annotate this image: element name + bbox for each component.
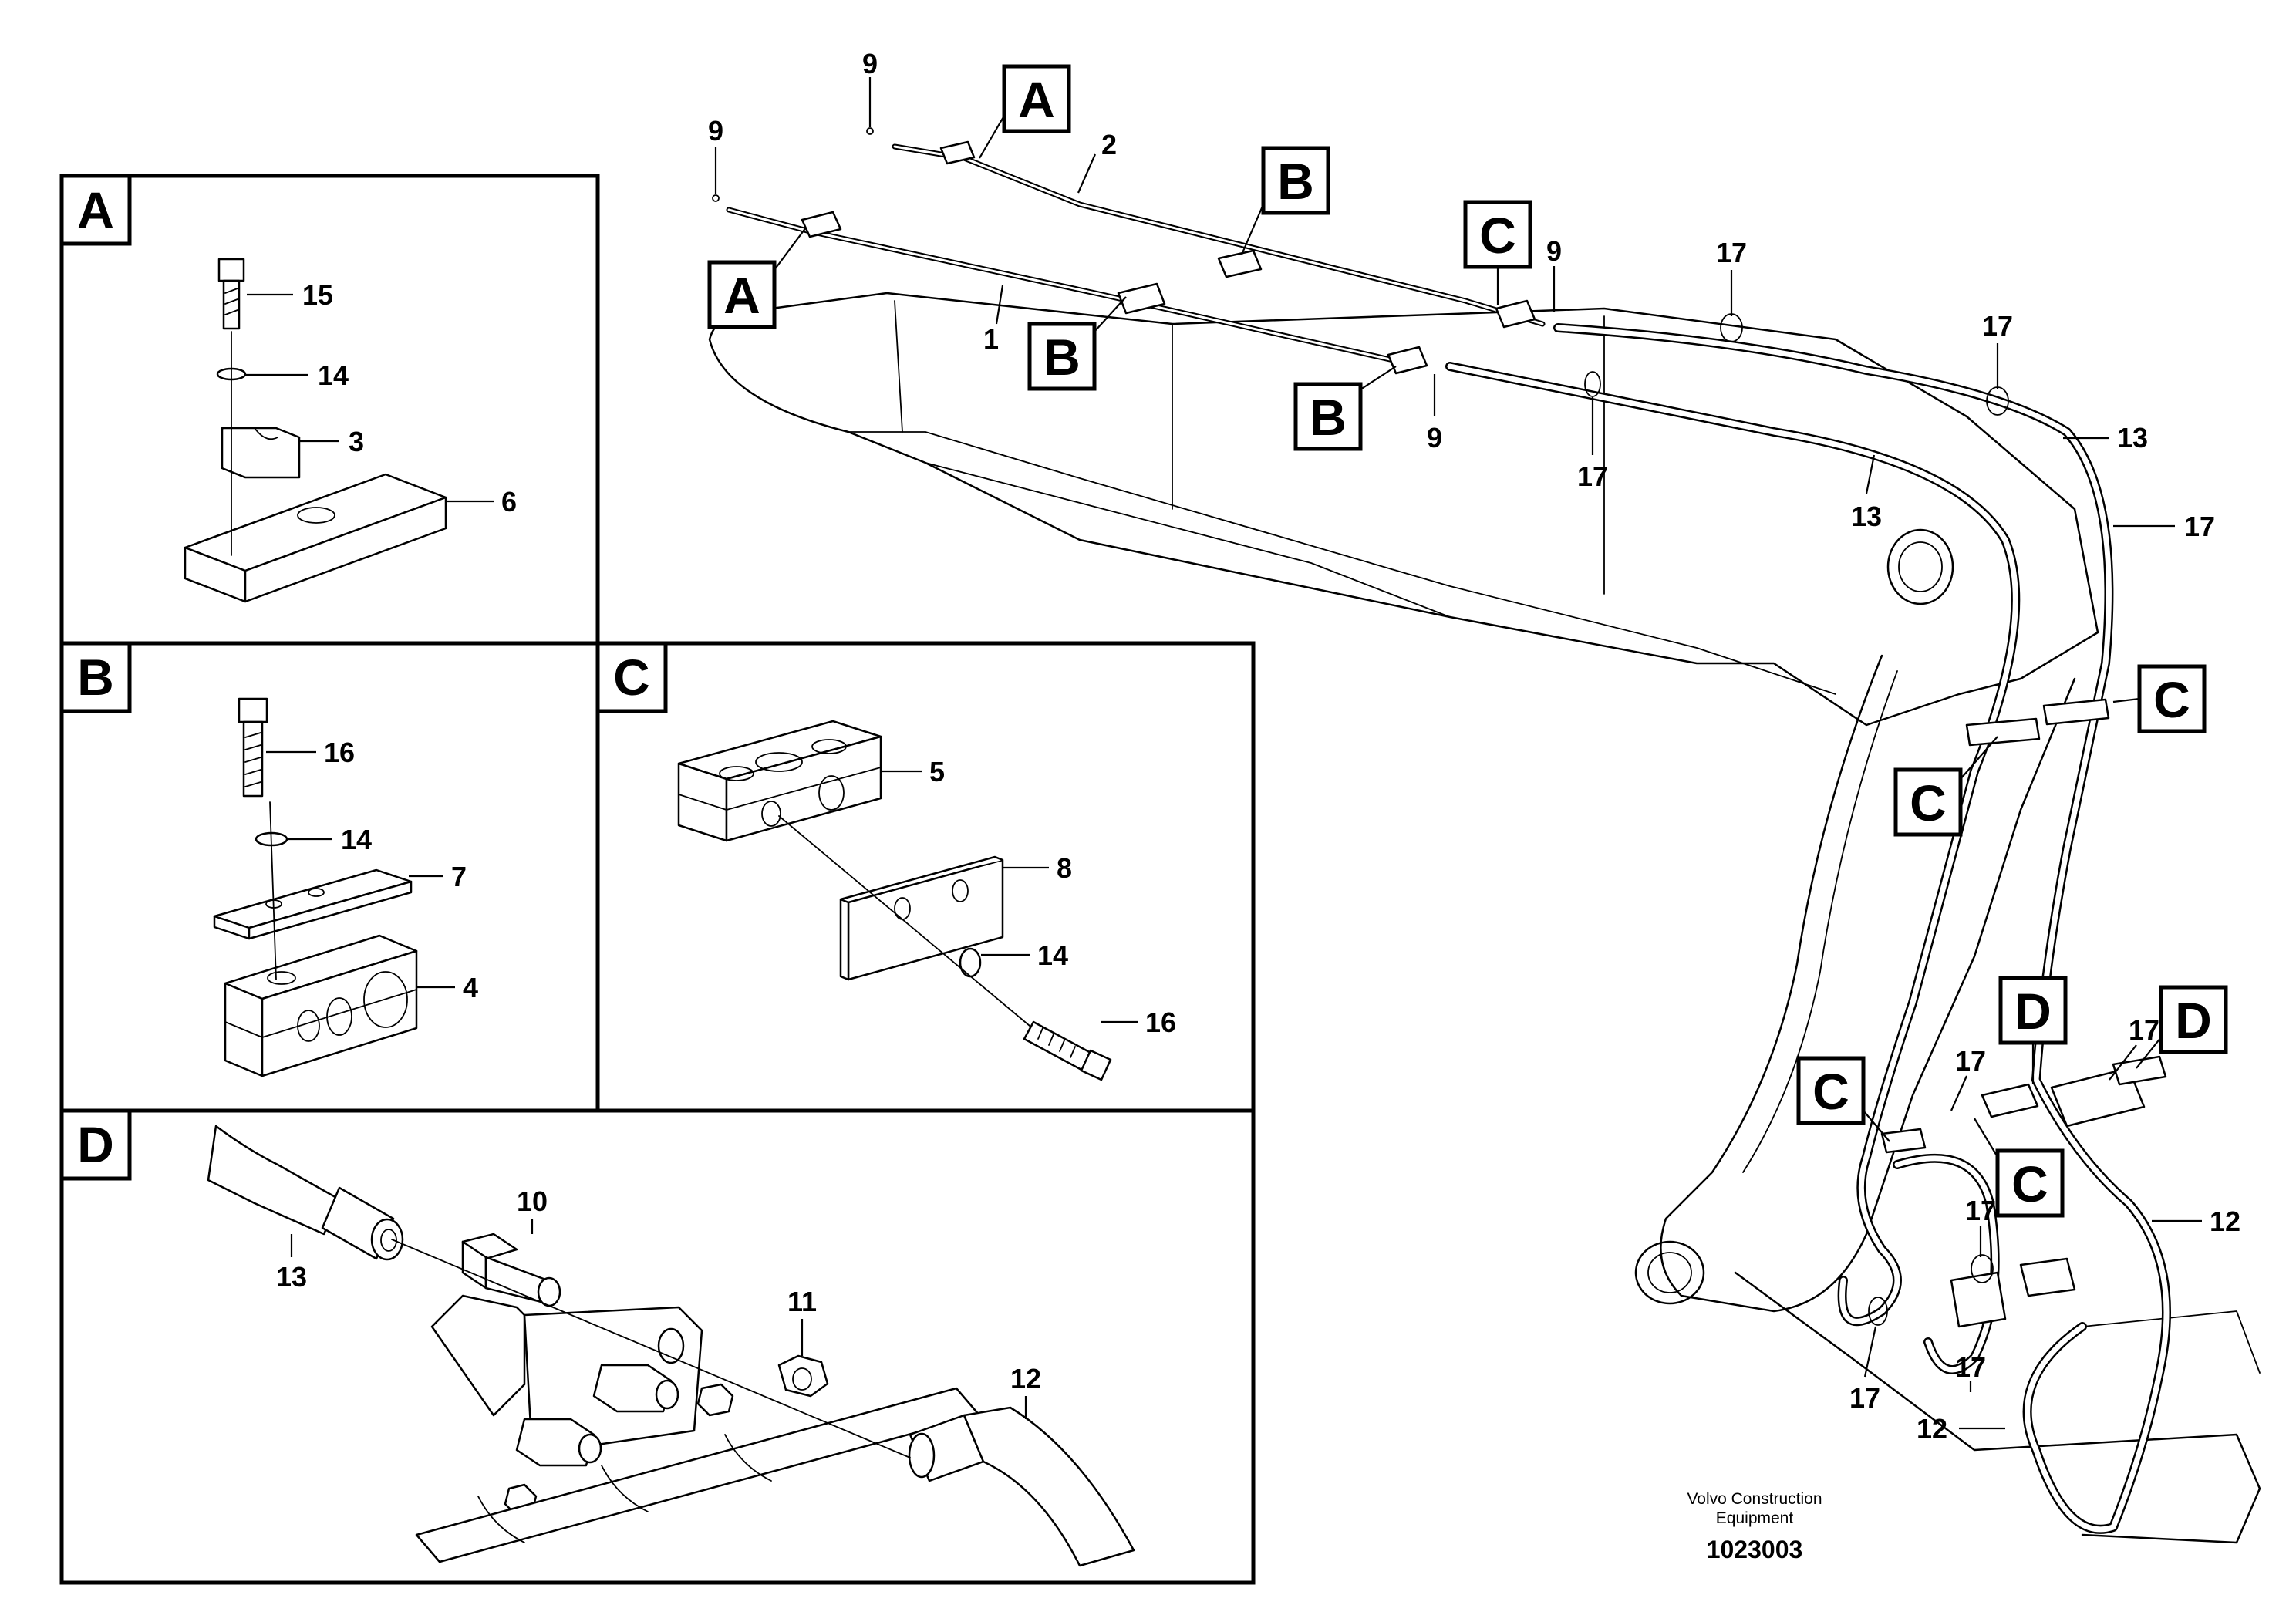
callout-4: 4 xyxy=(463,972,478,1003)
callout-13: 13 xyxy=(2117,422,2148,454)
panel-a-letter: A xyxy=(77,181,114,238)
svg-text:C: C xyxy=(2011,1155,2048,1212)
main-callouts: 9 9 2 1 9 9 17 17 17 13 13 17 xyxy=(708,48,2240,1445)
badge-c-2: C xyxy=(2112,664,2207,733)
badge-d-2: D xyxy=(2136,985,2228,1069)
callout-12: 12 xyxy=(1917,1413,1947,1445)
panel-b-letter: B xyxy=(77,649,114,706)
badge-c-4: C xyxy=(1796,1056,1890,1142)
boom-assembly-view: A A B B B xyxy=(707,48,2261,1544)
adapter-icon xyxy=(461,1233,561,1307)
svg-text:B: B xyxy=(1277,153,1314,210)
callout-13: 13 xyxy=(276,1261,307,1293)
badge-c-5: C xyxy=(1974,1118,2065,1218)
nut-icon xyxy=(777,1354,829,1398)
callout-17: 17 xyxy=(1849,1382,1880,1414)
panel-c-letter: C xyxy=(613,649,650,706)
callout-16: 16 xyxy=(1145,1007,1176,1038)
callout-11: 11 xyxy=(787,1286,817,1317)
callout-9: 9 xyxy=(862,48,878,79)
bolt-icon xyxy=(217,258,245,330)
hose-12-icon xyxy=(908,1406,1135,1567)
clamp-half-icon xyxy=(221,427,301,479)
badge-c-3: C xyxy=(1893,736,1998,837)
callout-13: 13 xyxy=(1851,501,1882,532)
svg-text:D: D xyxy=(2175,992,2212,1049)
drawing-number: 1023003 xyxy=(1707,1536,1803,1563)
boom-clamps xyxy=(801,140,2167,1328)
company-name-line2: Equipment xyxy=(1716,1509,1794,1527)
badge-b-2: B xyxy=(1027,296,1127,391)
bolt-icon xyxy=(1023,1020,1112,1081)
callout-17: 17 xyxy=(1577,460,1608,492)
callout-6: 6 xyxy=(501,486,517,518)
svg-text:C: C xyxy=(2153,671,2190,728)
callout-14: 14 xyxy=(341,824,372,855)
panel-d-badge xyxy=(59,1108,132,1181)
panel-a-badge xyxy=(59,174,132,246)
company-name-line1: Volvo Construction xyxy=(1687,1490,1822,1508)
svg-text:A: A xyxy=(723,267,760,324)
drawing-footer: Volvo Construction Equipment 1023003 xyxy=(1687,1490,1822,1563)
panel-c-badge xyxy=(595,641,668,713)
detail-panel-a: A 15 14 3 6 xyxy=(59,174,600,646)
callout-15: 15 xyxy=(302,279,333,311)
callout-5: 5 xyxy=(929,756,945,787)
hose-13-icon xyxy=(207,1125,404,1261)
callout-17: 17 xyxy=(1955,1351,1986,1383)
callout-2: 2 xyxy=(1101,129,1117,160)
callout-17: 17 xyxy=(2184,511,2215,542)
callout-9: 9 xyxy=(1546,235,1562,267)
svg-text:C: C xyxy=(1479,207,1516,264)
plate-icon xyxy=(839,855,1004,981)
svg-text:C: C xyxy=(1910,774,1947,831)
clamp-block-icon xyxy=(224,934,418,1077)
callout-1: 1 xyxy=(983,323,999,355)
callout-8: 8 xyxy=(1057,852,1072,884)
callout-17: 17 xyxy=(1965,1195,1996,1226)
callout-7: 7 xyxy=(451,861,467,892)
svg-text:A: A xyxy=(1018,71,1055,128)
badge-a-left: A xyxy=(707,227,807,329)
callout-17: 17 xyxy=(1716,237,1747,268)
callout-9: 9 xyxy=(1427,422,1442,454)
badge-a-top: A xyxy=(979,64,1071,159)
main-badges: A A B B B xyxy=(707,64,2228,1218)
svg-text:B: B xyxy=(1310,389,1347,446)
badge-c-1: C xyxy=(1463,200,1532,305)
valve-block-icon xyxy=(415,1294,981,1563)
callout-14: 14 xyxy=(1037,939,1068,971)
boom-body xyxy=(708,292,2261,1544)
plate-icon xyxy=(184,473,447,603)
svg-text:D: D xyxy=(2014,983,2052,1040)
callout-17: 17 xyxy=(1955,1045,1986,1077)
detail-panel-c: C xyxy=(595,641,1256,1113)
detail-panel-d: D xyxy=(59,1108,1256,1585)
badge-b-3: B xyxy=(1293,366,1397,451)
svg-text:C: C xyxy=(1812,1063,1849,1120)
callout-3: 3 xyxy=(349,426,364,457)
badge-b-1: B xyxy=(1240,146,1330,255)
panel-d-letter: D xyxy=(77,1116,114,1173)
callout-12: 12 xyxy=(1010,1363,1041,1394)
callout-17: 17 xyxy=(2129,1014,2159,1046)
pipe-lines xyxy=(726,143,1546,366)
callout-16: 16 xyxy=(324,737,355,768)
bolt-icon xyxy=(238,697,268,798)
clamp-block-icon xyxy=(677,720,882,842)
callout-17: 17 xyxy=(1982,310,2013,342)
detail-panel-b: B 16 xyxy=(59,641,600,1113)
svg-text:B: B xyxy=(1043,329,1081,386)
callout-9: 9 xyxy=(708,115,723,147)
washer-icon xyxy=(959,947,982,978)
plate-icon xyxy=(213,868,413,940)
hose-runs xyxy=(1445,323,2171,1534)
callout-14: 14 xyxy=(318,359,349,391)
panel-b-badge xyxy=(59,641,132,713)
badge-d-1: D xyxy=(1998,976,2068,1084)
callout-12: 12 xyxy=(2210,1206,2240,1237)
callout-10: 10 xyxy=(517,1185,548,1217)
